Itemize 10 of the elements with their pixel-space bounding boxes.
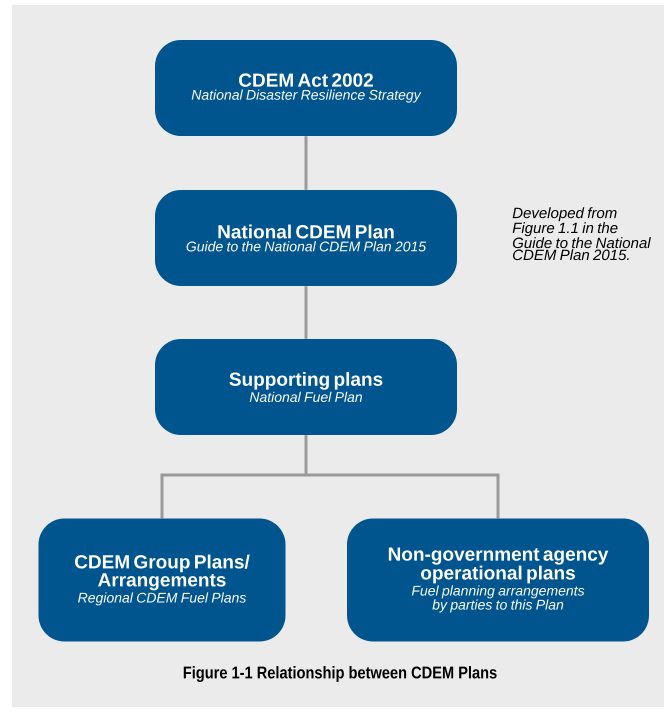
connector-line: [304, 435, 500, 518]
connector-line: [304, 136, 308, 190]
figure-caption: Figure 1-1 Relationship between CDEM Plans: [184, 666, 497, 682]
plan-box: Non-government agency operational plans Fuel planning arrangements by parties to this Plan: [347, 518, 649, 642]
note-text: Developed from Figure 1.1 in the Guide to the National CDEM Plan 2015.: [512, 207, 651, 260]
plan-box: Supporting plans National Fuel Plan: [155, 339, 457, 435]
plan-box: National CDEM Plan Guide to the National CDEM Plan 2015: [155, 190, 457, 286]
connector-line: [304, 286, 308, 339]
plan-box: CDEM Group Plans/ Arrangements Regional CDEM Fuel Plans: [38, 518, 286, 642]
plan-box: CDEM Act 2002 National Disaster Resilience Strategy: [155, 40, 457, 136]
